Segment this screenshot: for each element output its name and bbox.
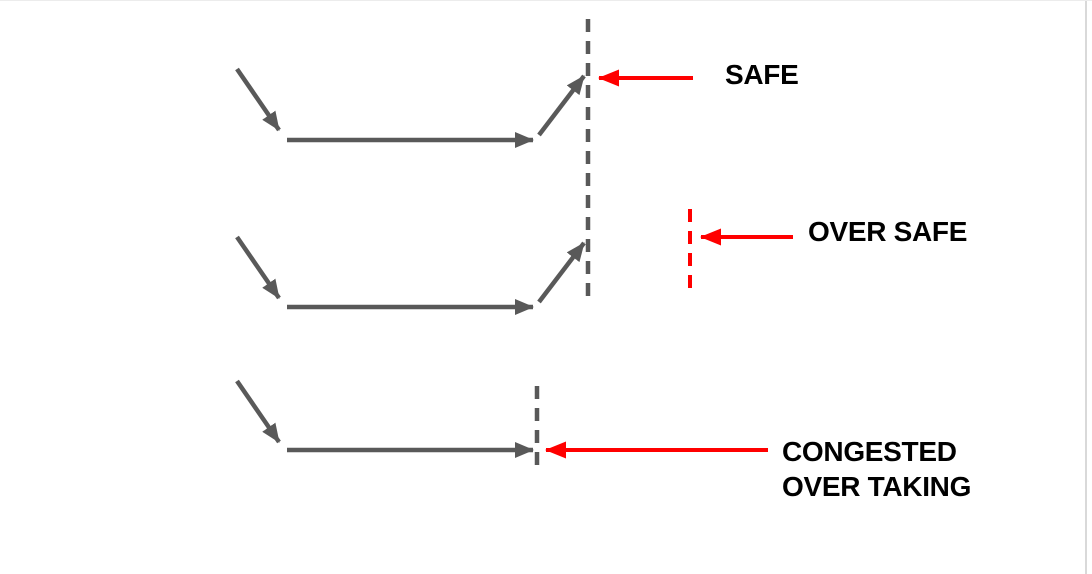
entry-arrow: [235, 235, 281, 300]
label-congested-overtaking: CONGESTED OVER TAKING: [782, 436, 972, 502]
scenario-congested-overtaking: [235, 379, 768, 471]
label-safe: SAFE: [725, 59, 799, 90]
entry-arrow: [235, 379, 281, 444]
entry-arrow: [235, 67, 281, 132]
scenario-safe: [235, 67, 693, 148]
exit-arrow: [537, 241, 586, 304]
page-edge-border: [1085, 1, 1087, 574]
label-over-safe: OVER SAFE: [808, 216, 968, 247]
scenario-over-safe: [235, 209, 793, 315]
exit-arrow: [537, 74, 586, 137]
